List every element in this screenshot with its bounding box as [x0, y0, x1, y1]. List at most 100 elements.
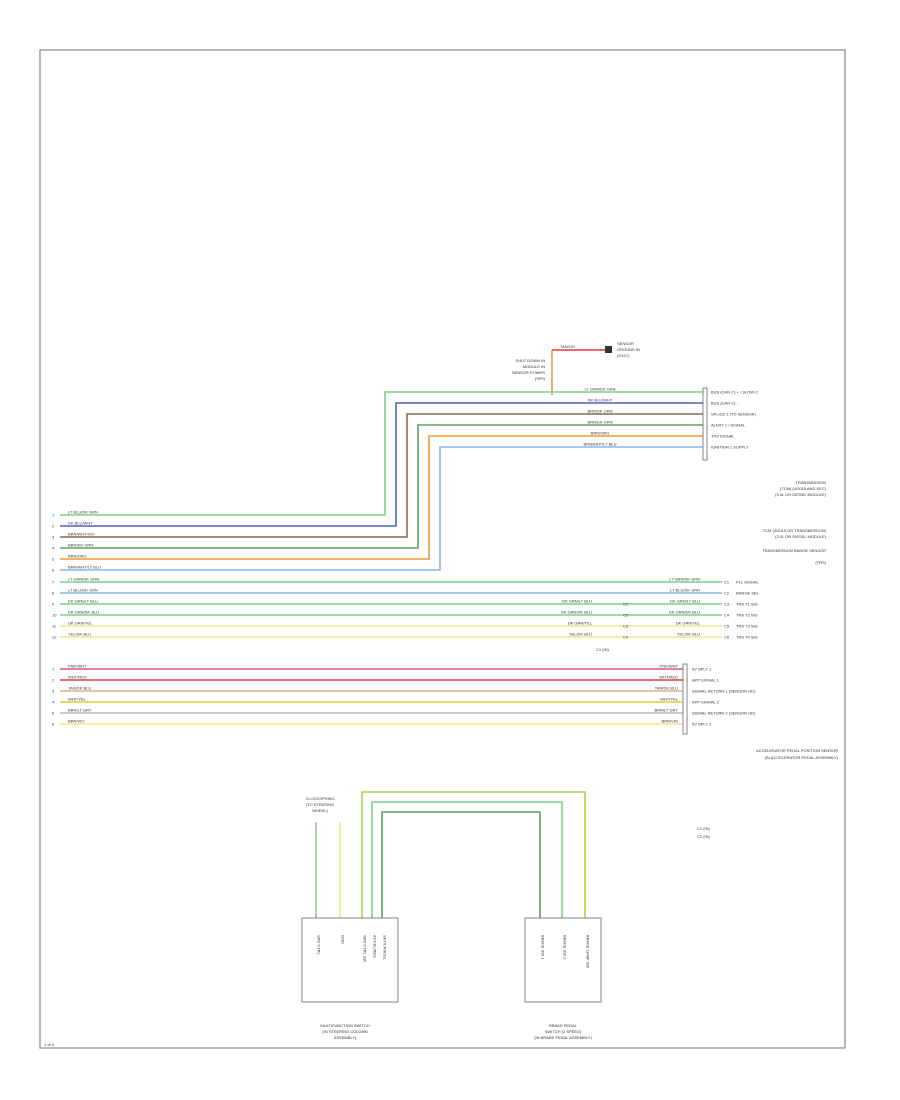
- trans-wire-num-1: 8: [52, 591, 55, 596]
- top-wire-1: [60, 402, 703, 527]
- right-component-label-0: BRAKE PEDAL: [549, 1023, 578, 1028]
- pedal-wire-label-5: BRN/VIO: [68, 719, 84, 724]
- top-wire-label-2: BRN/DK GRN: [587, 409, 612, 414]
- clockspring-label-0: CLOCKSPRING: [305, 796, 334, 801]
- lower-wire-2: [381, 811, 541, 918]
- trans-pin-desc-0: PLL SIGNAL: [736, 580, 760, 585]
- pedal-pin-desc-3: APP SIGNAL 2: [692, 700, 720, 705]
- left-component-label-1: (IN STEERING COLUMN: [322, 1029, 367, 1034]
- trans-pin-3: C4: [724, 613, 730, 618]
- top-wire-label-1: DK BLU/WHT: [588, 398, 613, 403]
- pedal-wire-num-1: 2: [52, 678, 55, 683]
- mid-wire-label-0: LT BLU/DK GRN: [68, 510, 98, 515]
- pedal-pin-desc-2: SIGNAL RETURN 1 (SENSOR GD): [692, 689, 756, 694]
- top-splice-label: SHUT DOWN IN MODULE IN SENSOR POWER (SP9…: [512, 358, 546, 381]
- top-wire-4: [60, 435, 703, 560]
- top-pin-desc-1: BUS (CAN C) -: [711, 401, 739, 406]
- pedal-wire-num-2: 3: [52, 689, 55, 694]
- left-vlabel-4: SET/CANCEL: [383, 935, 388, 961]
- top-wire-2: [60, 413, 703, 538]
- splice-label-3: (SP9): [535, 376, 546, 381]
- clockspring-label: CLOCKSPRING (TO STEERING WHEEL): [305, 796, 334, 813]
- pedal-wire-label-2: TAN/DK BLU: [68, 686, 91, 691]
- top-wire-0: [60, 391, 703, 516]
- diagram-frame: [39, 49, 846, 1049]
- right-component-box: [524, 917, 602, 1003]
- trans-pin-desc-5: TRS T4 SIG: [736, 635, 758, 640]
- top-pin-desc-3: ALERT 1 / SIGNAL: [711, 423, 746, 428]
- right-vlabel-2: BRAKE LAMP SW: [586, 935, 591, 968]
- trans-mid-label-1: DK GRN/DK BLU: [561, 610, 592, 615]
- mid-wire-num-3: 4: [52, 546, 55, 551]
- top-pin-desc-0: BUS (CAN C) + / SLOW C: [711, 390, 758, 395]
- trans-wire-label-0: LT GRN/DK GRN: [68, 577, 99, 582]
- ground-wire-label: TAN/OG: [560, 344, 575, 349]
- top-wire-label-0: LT GRN/DK GRN: [585, 387, 616, 392]
- trans-sub-label: C1 (IN): [596, 647, 610, 652]
- right-component-label-2: (IN BRAKE PEDAL ASSEMBLY): [534, 1035, 592, 1040]
- mid-wire-num-2: 3: [52, 535, 55, 540]
- trans-wire-label-2: DK GRN/LT BLU: [68, 599, 98, 604]
- left-vlabel-3: ACCEL/RES: [373, 935, 378, 958]
- trans-wire-label-r-5: YEL/DK BLU: [677, 632, 700, 637]
- ground-label-1: GROUND IN: [617, 347, 640, 352]
- right-vlabel-0: BRAKE SW 1: [541, 935, 546, 960]
- trans-wire-num-2: 9: [52, 602, 55, 607]
- pedal-wire-label-r-2: TAN/DK BLU: [655, 686, 678, 691]
- pedal-wire-label-3: WHT/YEL: [68, 697, 87, 702]
- pedal-wire-num-3: 4: [52, 700, 55, 705]
- ground-label: SENSOR GROUND IN (G107): [617, 341, 640, 358]
- mid-wire-num-5: 6: [52, 568, 55, 573]
- mid-wire-label-1: DK BLU/WHT: [68, 521, 93, 526]
- trans-caption: TCM (4/2015 OR TRANSMISSION) (3.0L OR DI…: [762, 528, 826, 565]
- pedal-wire-label-r-3: WHT/YEL: [660, 697, 679, 702]
- trans-pin-2: C3: [724, 602, 730, 607]
- trans-caption-1: (3.0L OR DIESEL MODULE): [775, 534, 826, 539]
- mid-wire-num-0: 1: [52, 513, 55, 518]
- clockspring-label-1: (TO STEERING: [306, 802, 334, 807]
- pedal-pin-desc-4: SIGNAL RETURN 2 (SENSOR GD): [692, 711, 756, 716]
- left-component-box: [301, 917, 399, 1003]
- top-module-caption-1: (TCM) (4/2015 AND SEC): [780, 486, 827, 491]
- left-component-label-2: ASSEMBLY): [334, 1035, 357, 1040]
- trans-wire-num-3: 10: [52, 613, 57, 618]
- lower-wire-0: [361, 791, 586, 918]
- right-vlabel-1: BRAKE SW 2: [563, 935, 568, 960]
- pedal-caption-0: ACCELERATOR PEDAL POSITION SENSOR: [756, 748, 838, 753]
- trans-wire-label-r-2: DK GRN/LT BLU: [670, 599, 700, 604]
- pedal-wire-label-0: PNK/WHT: [68, 664, 87, 669]
- trans-mid-pin-0: C1: [623, 602, 629, 607]
- top-pin-desc-4: TPS SIGNAL: [711, 434, 735, 439]
- right-component-label: BRAKE PEDAL SWITCH (2 SPEED) (IN BRAKE P…: [534, 1023, 592, 1040]
- pedal-pin-desc-5: 5V SPLY 2: [692, 722, 712, 727]
- trans-pin-desc-1: RANGE SEL: [736, 591, 760, 596]
- pedal-wire-label-r-1: WHT/RED: [659, 675, 678, 680]
- splice-label-0: SHUT DOWN IN: [515, 358, 545, 363]
- pedal-connector-body: [682, 663, 688, 735]
- top-wire-label-3: BRN/DK GRN: [587, 420, 612, 425]
- pedal-wire-label-r-0: PNK/WHT: [660, 664, 679, 669]
- clockspring-label-2: WHEEL): [312, 808, 328, 813]
- top-connector-body: [702, 387, 708, 461]
- pedal-caption: ACCELERATOR PEDAL POSITION SENSOR (IN AC…: [756, 748, 839, 760]
- trans-mid-label-2: DK GRN/YEL: [568, 621, 593, 626]
- top-wire-label-5: BRN/WHT/LT BLU: [584, 442, 617, 447]
- pedal-pin-desc-1: APP SIGNAL 1: [692, 678, 720, 683]
- top-module-caption: TRANSMISSION (TCM) (4/2015 AND SEC) (3.0…: [775, 480, 826, 497]
- pedal-wire-label-1: WHT/RED: [68, 675, 87, 680]
- pedal-wire-label-4: BRN/LT GRY: [68, 708, 92, 713]
- trans-wire-label-4: DK GRN/YEL: [68, 621, 93, 626]
- trans-mid-label-0: DK GRN/LT BLU: [562, 599, 592, 604]
- top-wire-label-4: BRN/ORG: [591, 431, 610, 436]
- trans-wire-label-r-0: LT GRN/DK GRN: [669, 577, 700, 582]
- mid-wire-label-2: BRN/WHT/VIO: [68, 532, 95, 537]
- mid-wire-num-1: 2: [52, 524, 55, 529]
- trans-wire-label-r-3: DK GRN/DK BLU: [669, 610, 700, 615]
- trans-wire-label-1: LT BLU/DK GRN: [68, 588, 98, 593]
